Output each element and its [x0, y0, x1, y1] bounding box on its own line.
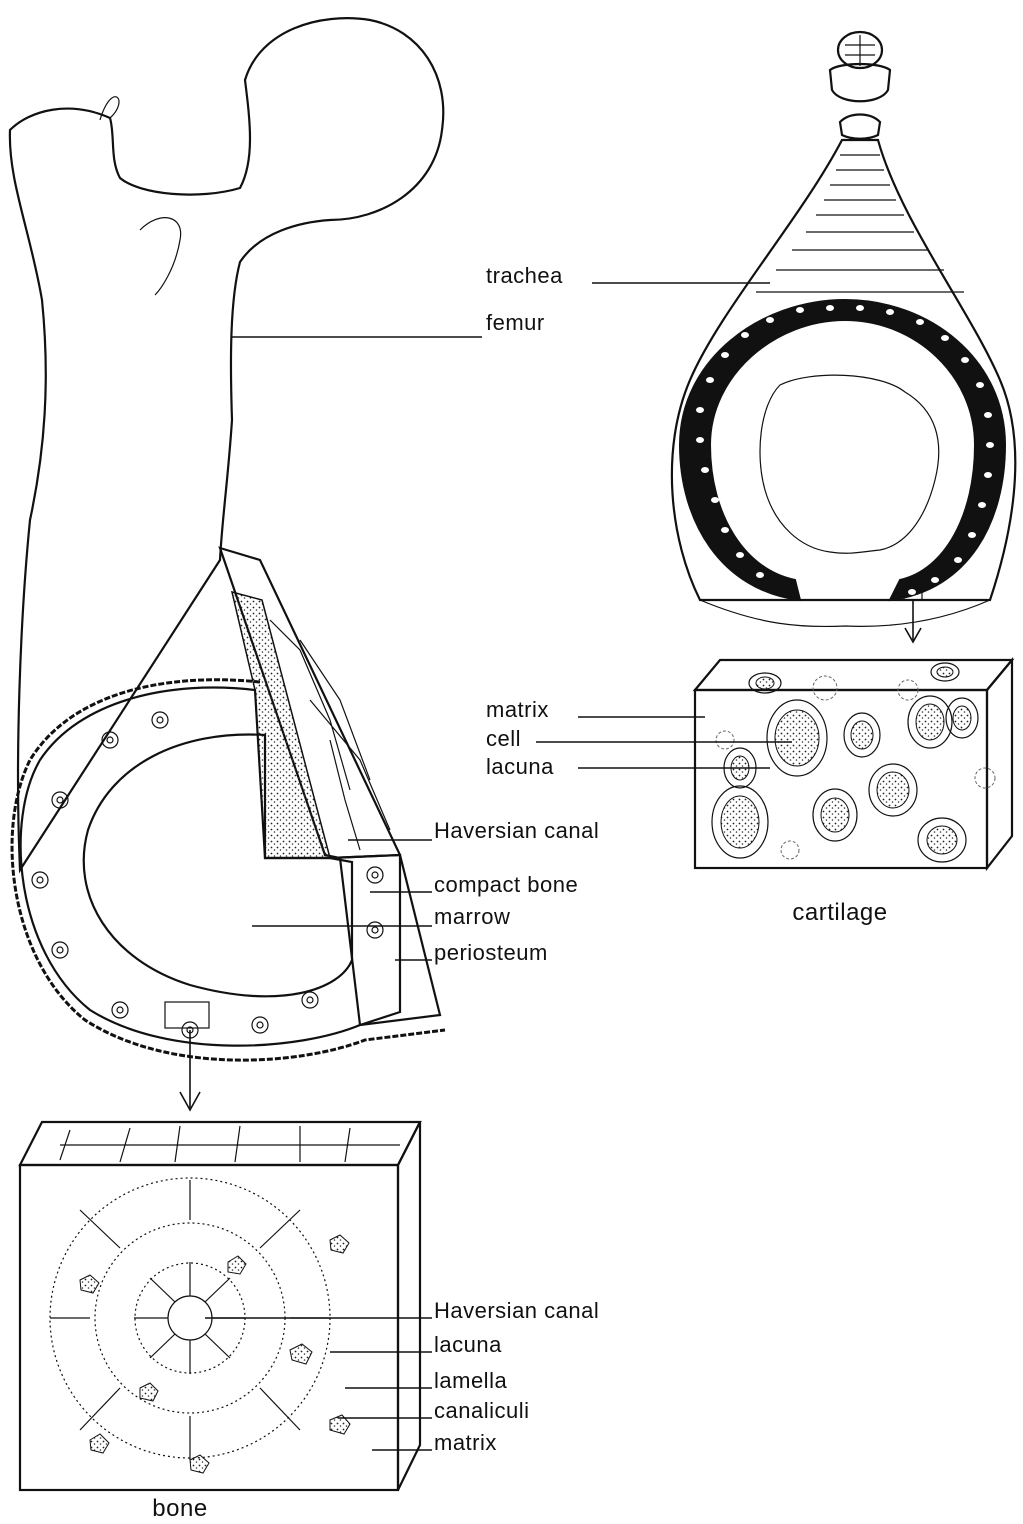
- femur-outline: [10, 18, 443, 870]
- trachea-rings: [756, 155, 964, 292]
- femur-head-notch: [100, 97, 119, 120]
- bone-sample-box: [165, 1002, 209, 1028]
- trachea-label: trachea: [486, 263, 563, 288]
- marrow-label: marrow: [434, 904, 510, 929]
- bone-top-lines: [60, 1126, 400, 1162]
- bone-caption: bone: [152, 1495, 207, 1522]
- bone-haversian-canal-label: Haversian canal: [434, 1298, 599, 1323]
- periosteum-label: periosteum: [434, 940, 548, 965]
- trachea-cartilage-ring: [680, 300, 1005, 600]
- lamella-label: lamella: [434, 1368, 507, 1393]
- bone-lacuna-label: lacuna: [434, 1332, 502, 1357]
- marrow-cavity: [84, 735, 352, 997]
- periosteum-layer: [12, 680, 445, 1060]
- bone-block: [20, 1122, 420, 1490]
- cartilage-lacuna-label: lacuna: [486, 754, 554, 779]
- trachea-base: [700, 600, 990, 627]
- cartilage-block: [695, 660, 1012, 868]
- femur-drawing: [10, 18, 445, 1110]
- trachea-lumen: [760, 375, 939, 553]
- trachea-drawing: [672, 32, 1015, 642]
- bone-lacunae: [80, 1235, 350, 1473]
- cricoid: [840, 115, 880, 139]
- larynx: [830, 64, 890, 101]
- cell-label: cell: [486, 726, 521, 751]
- bone-matrix-label: matrix: [434, 1430, 497, 1455]
- cartilage-caption: cartilage: [792, 899, 887, 926]
- femur-neck-shadow: [140, 218, 181, 295]
- bone-label-group: Haversian canal lacuna lamella canalicul…: [152, 1298, 599, 1522]
- chondrocytes: [712, 663, 995, 862]
- cartilage-block-side: [987, 660, 1012, 868]
- larynx-lines: [845, 35, 875, 66]
- femur-label: femur: [486, 310, 545, 335]
- canaliculi-label: canaliculi: [434, 1398, 530, 1423]
- lamellae: [50, 1178, 330, 1460]
- haversian-canal-label: Haversian canal: [434, 818, 599, 843]
- bone-block-side: [398, 1122, 420, 1490]
- compact-bone-label: compact bone: [434, 872, 578, 897]
- cartilage-block-top: [695, 660, 1012, 690]
- bone-block-top: [20, 1122, 420, 1165]
- compact-bone-ring: [21, 688, 400, 1046]
- spongy-bone: [232, 592, 330, 858]
- cartilage-matrix-label: matrix: [486, 697, 549, 722]
